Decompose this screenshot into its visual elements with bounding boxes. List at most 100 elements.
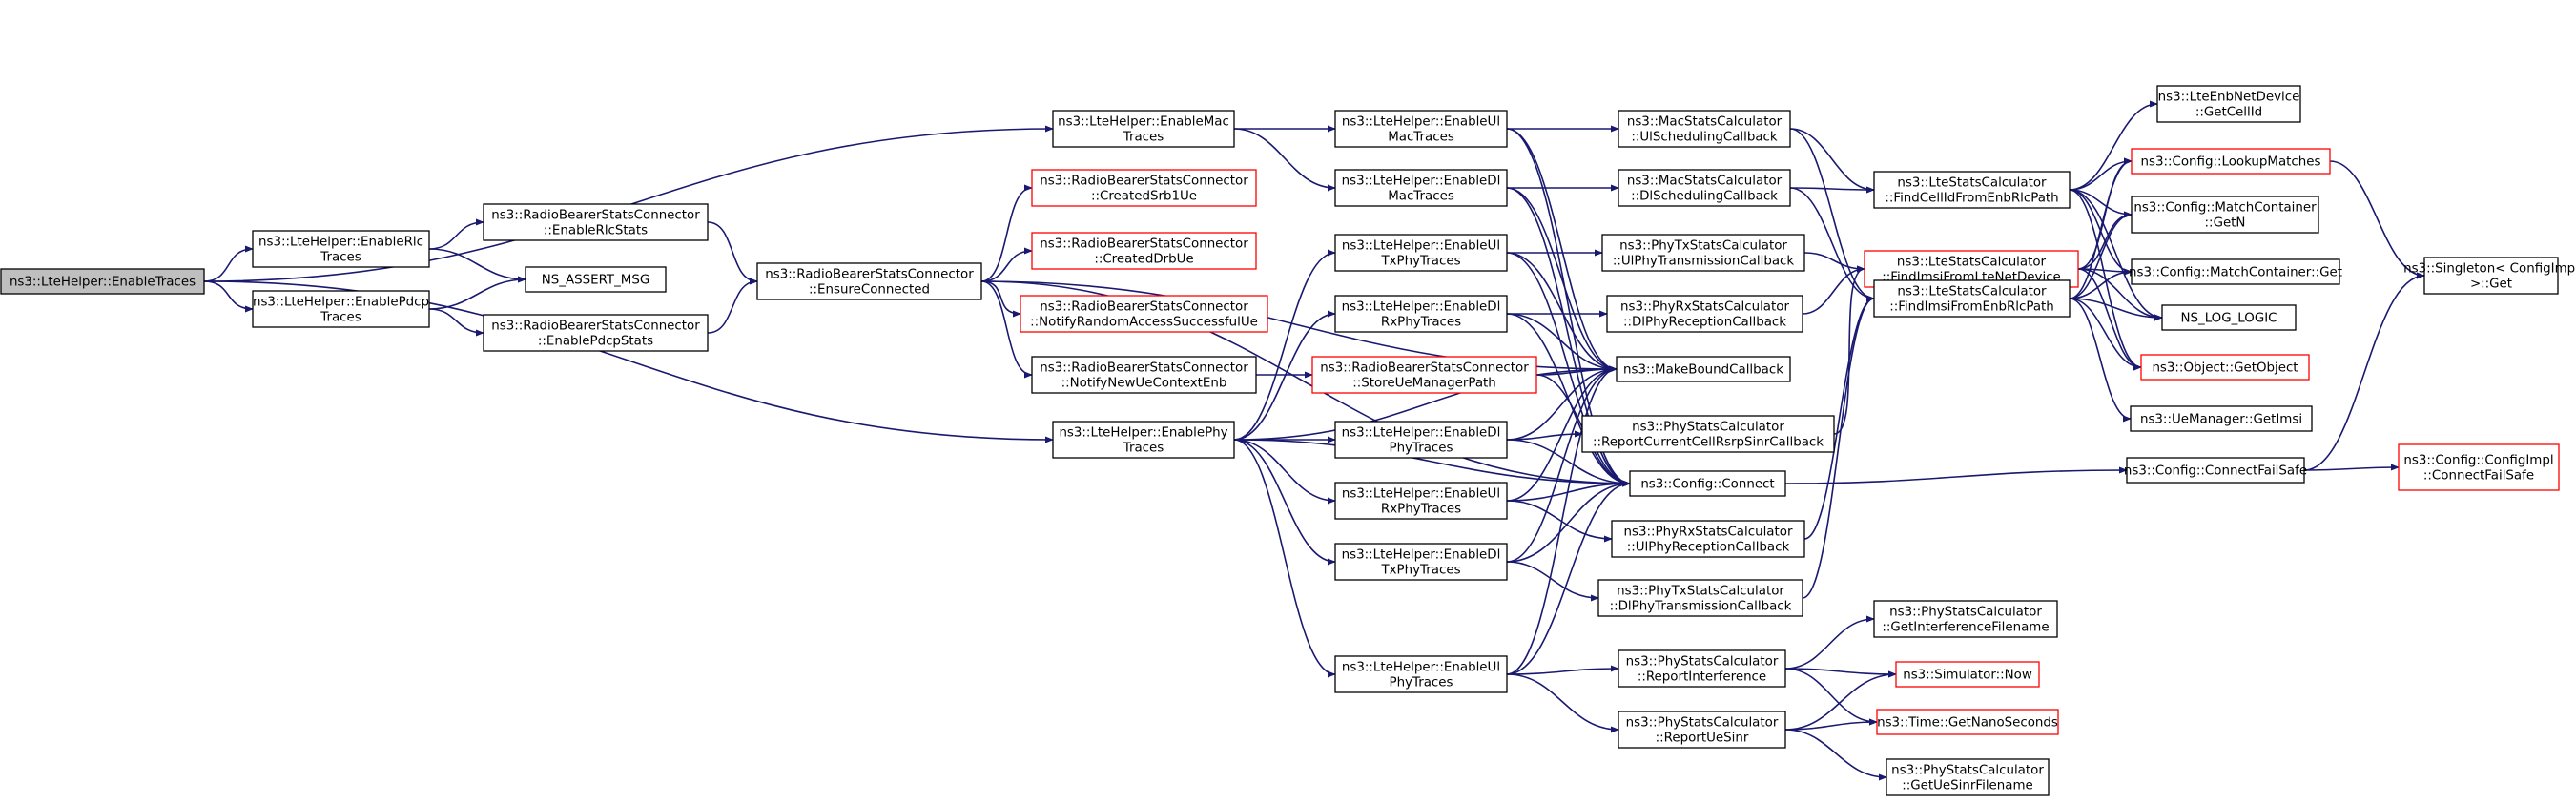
node-label-line: ::UlPhyTransmissionCallback	[1613, 255, 1795, 269]
node-label-line: ::DlPhyReceptionCallback	[1623, 316, 1786, 330]
node-label-line: ns3::LteStatsCalculator	[1897, 285, 2047, 299]
edge-enable_traces-to-enable_rlc_traces	[203, 245, 254, 282]
node-label-line: ns3::Singleton< ConfigImpl	[2403, 262, 2576, 277]
node-box	[0, 268, 205, 295]
node-label-line: ns3::LteStatsCalculator	[1897, 256, 2047, 270]
node-match-container-get-n[interactable]: ns3::Config::MatchContainer::GetN	[2131, 196, 2319, 234]
node-box	[1052, 421, 1235, 459]
node-find-cell-id[interactable]: ns3::LteStatsCalculator::FindCellIdFromE…	[1873, 171, 2071, 209]
node-box	[252, 290, 430, 328]
node-enable-rlc-stats[interactable]: ns3::RadioBearerStatsConnector::EnableRl…	[483, 203, 709, 241]
node-singleton-get[interactable]: ns3::Singleton< ConfigImpl>::Get	[2403, 257, 2576, 295]
node-get-interference-filename[interactable]: ns3::PhyStatsCalculator::GetInterference…	[1873, 600, 2058, 638]
edge-ensure_connected-to-created_srb1_ue	[980, 184, 1033, 282]
node-config-impl-connect-fail-safe[interactable]: ns3::Config::ConfigImpl::ConnectFailSafe	[2398, 443, 2560, 491]
node-label-line: ns3::LteHelper::EnableTraces	[10, 276, 196, 290]
node-created-srb1-ue[interactable]: ns3::RadioBearerStatsConnector::CreatedS…	[1031, 169, 1257, 207]
node-label-line: ns3::Config::Connect	[1640, 478, 1774, 492]
node-report-interference[interactable]: ns3::PhyStatsCalculator::ReportInterfere…	[1618, 649, 1786, 688]
node-get-nano-seconds[interactable]: ns3::Time::GetNanoSeconds	[1876, 709, 2059, 735]
node-label-line: TxPhyTraces	[1380, 255, 1460, 269]
node-notify-new-ue-context[interactable]: ns3::RadioBearerStatsConnector::NotifyNe…	[1031, 356, 1257, 394]
edge-report_ue_sinr-to-get_ue_sinr_filename	[1784, 729, 1887, 781]
node-label-line: ns3::Config::ConfigImpl	[2403, 454, 2553, 468]
node-dl-phy-reception-callback[interactable]: ns3::PhyRxStatsCalculator::DlPhyReceptio…	[1606, 295, 1803, 333]
edge-enable_pdcp_stats-to-ensure_connected	[707, 278, 758, 334]
node-label-line: ::GetN	[2205, 216, 2246, 231]
edge-find_imsi_from_enb_rlc_path-to-ns_log_logic	[2069, 298, 2163, 321]
node-get-ue-sinr-filename[interactable]: ns3::PhyStatsCalculator::GetUeSinrFilena…	[1886, 758, 2050, 796]
node-label-line: ns3::RadioBearerStatsConnector	[1040, 237, 1248, 252]
node-label-line: ns3::PhyStatsCalculator	[1891, 764, 2044, 778]
node-label-line: ns3::LteHelper::EnablePhy	[1059, 426, 1227, 441]
node-dl-scheduling-callback[interactable]: ns3::MacStatsCalculator::DlSchedulingCal…	[1618, 169, 1791, 207]
node-object-get-object[interactable]: ns3::Object::GetObject	[2140, 354, 2310, 381]
node-label-line: MacTraces	[1388, 190, 1454, 204]
node-label-line: NS_LOG_LOGIC	[2180, 312, 2277, 326]
node-box	[1581, 415, 1835, 453]
node-box	[1618, 110, 1791, 148]
node-label-line: ::ReportUeSinr	[1656, 732, 1749, 746]
edge-enable_rlc_traces-to-enable_rlc_stats	[428, 218, 484, 250]
node-ul-phy-transmission-callback[interactable]: ns3::PhyTxStatsCalculator::UlPhyTransmis…	[1601, 234, 1805, 272]
node-lookup-matches[interactable]: ns3::Config::LookupMatches	[2131, 148, 2331, 175]
edge-enable_phy_traces-to-make_bound_callback	[1233, 365, 1618, 441]
node-ul-phy-reception-callback[interactable]: ns3::PhyRxStatsCalculator::UlPhyReceptio…	[1611, 520, 1805, 558]
node-dl-phy-transmission-callback[interactable]: ns3::PhyTxStatsCalculator::DlPhyTransmis…	[1597, 579, 1803, 617]
node-enable-pdcp-stats[interactable]: ns3::RadioBearerStatsConnector::EnablePd…	[483, 314, 709, 352]
node-box	[1334, 543, 1508, 581]
node-box	[1618, 649, 1786, 688]
node-ns-assert-msg[interactable]: NS_ASSERT_MSG	[525, 266, 667, 293]
node-match-container-get[interactable]: ns3::Config::MatchContainer::Get	[2129, 258, 2342, 285]
node-box	[2130, 405, 2313, 432]
node-label-line: ns3::LteHelper::EnableUl	[1342, 239, 1500, 254]
edge-dl_phy_transmission_callback-to-find_imsi_from_enb_rlc_path	[1802, 295, 1875, 599]
node-notify-random-access[interactable]: ns3::RadioBearerStatsConnector::NotifyRa…	[1020, 295, 1268, 333]
node-box	[1334, 655, 1508, 693]
node-report-current-cell-rsrp[interactable]: ns3::PhyStatsCalculator::ReportCurrentCe…	[1581, 415, 1835, 453]
node-config-connect-fail-safe[interactable]: ns3::Config::ConnectFailSafe	[2124, 457, 2307, 484]
node-box	[2156, 85, 2301, 123]
node-config-connect[interactable]: ns3::Config::Connect	[1629, 470, 1786, 497]
node-label-line: ns3::Config::LookupMatches	[2140, 155, 2320, 170]
node-label-line: ns3::RadioBearerStatsConnector	[1320, 361, 1529, 376]
edge-enable_ul_phy_traces-to-make_bound_callback	[1506, 365, 1618, 675]
node-ul-scheduling-callback[interactable]: ns3::MacStatsCalculator::UlSchedulingCal…	[1618, 110, 1791, 148]
node-find-imsi-from-enb-rlc-path[interactable]: ns3::LteStatsCalculator::FindImsiFromEnb…	[1873, 279, 2071, 318]
node-ensure-connected[interactable]: ns3::RadioBearerStatsConnector::EnsureCo…	[756, 262, 982, 300]
node-box	[1873, 171, 2071, 209]
node-label-line: ::ConnectFailSafe	[2423, 469, 2534, 484]
node-box	[2131, 148, 2331, 175]
node-box	[1876, 709, 2059, 735]
node-simulator-now[interactable]: ns3::Simulator::Now	[1895, 661, 2040, 688]
node-get-cell-id[interactable]: ns3::LteEnbNetDevice::GetCellId	[2156, 85, 2301, 123]
node-make-bound-callback[interactable]: ns3::MakeBoundCallback	[1616, 356, 1791, 382]
node-box	[1031, 169, 1257, 207]
node-enable-traces[interactable]: ns3::LteHelper::EnableTraces	[0, 268, 205, 295]
node-label-line: MacTraces	[1388, 131, 1454, 145]
node-ue-manager-get-imsi[interactable]: ns3::UeManager::GetImsi	[2130, 405, 2313, 432]
node-report-ue-sinr[interactable]: ns3::PhyStatsCalculator::ReportUeSinr	[1618, 711, 1786, 749]
node-store-ue-manager-path[interactable]: ns3::RadioBearerStatsConnector::StoreUeM…	[1311, 356, 1537, 394]
node-created-drb-ue[interactable]: ns3::RadioBearerStatsConnector::CreatedD…	[1031, 232, 1257, 270]
node-box	[1597, 579, 1803, 617]
node-label-line: ns3::LteStatsCalculator	[1897, 176, 2047, 191]
node-ns-log-logic[interactable]: NS_LOG_LOGIC	[2161, 304, 2297, 331]
node-box	[1052, 110, 1235, 148]
node-label-line: ns3::LteHelper::EnablePdcp	[253, 296, 429, 310]
edge-report_ue_sinr-to-simulator_now	[1784, 670, 1897, 731]
edge-enable_ul_mac_traces-to-make_bound_callback	[1506, 128, 1618, 373]
edge-enable_dl_tx_phy_traces-to-config_connect	[1506, 480, 1631, 563]
